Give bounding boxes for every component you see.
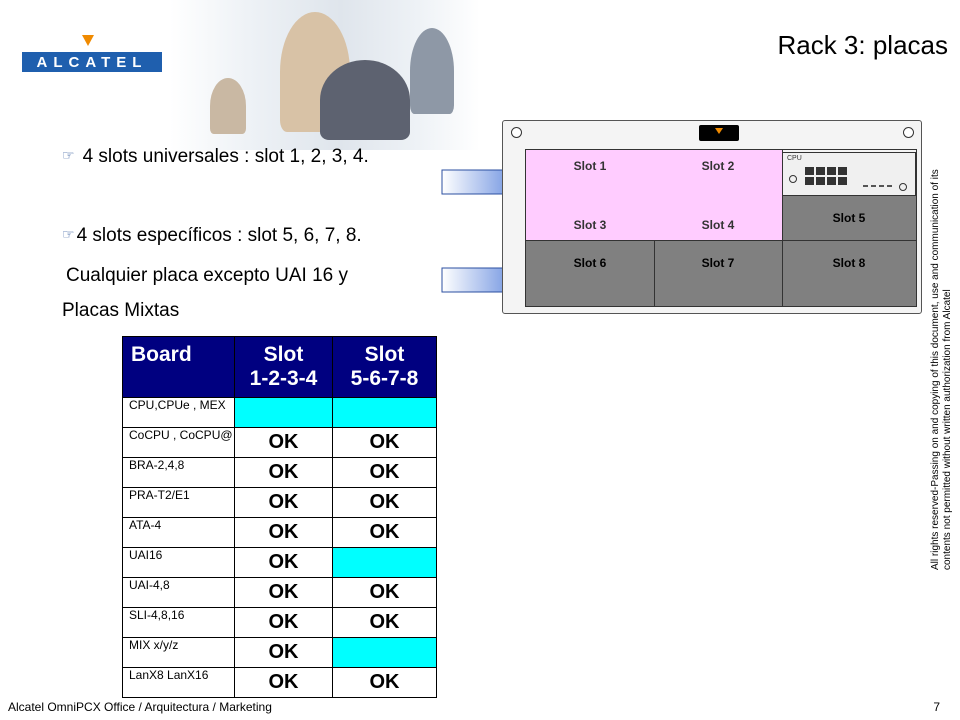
board-name: UAI16 [122, 547, 235, 578]
compat-cell: OK [332, 577, 437, 608]
table-row: MIX x/y/z OK [122, 637, 437, 668]
compat-cell: OK [332, 517, 437, 548]
page-title: Rack 3: placas [777, 30, 948, 60]
header-board: Board [122, 336, 235, 398]
compat-cell: OK [234, 517, 333, 548]
port-icon [827, 177, 836, 185]
port-icon [838, 167, 847, 175]
footer-text: Alcatel OmniPCX Office / Arquitectura / … [8, 700, 272, 714]
slot-divider [782, 150, 783, 306]
compat-cell: OK [332, 667, 437, 698]
page-number: 7 [933, 700, 940, 714]
compat-cell [332, 547, 437, 578]
slot-8: Slot 8 [782, 240, 916, 306]
pointing-hand-icon: ☞ [62, 226, 75, 242]
compat-cell: OK [234, 487, 333, 518]
board-name: UAI-4,8 [122, 577, 235, 608]
compat-cell: OK [332, 427, 437, 458]
compat-cell: OK [332, 607, 437, 638]
bullet-universal-slots: ☞ 4 slots universales : slot 1, 2, 3, 4. [62, 146, 369, 168]
compat-cell: OK [234, 427, 333, 458]
port-icon [827, 167, 836, 175]
compat-cell: OK [234, 637, 333, 668]
rack-diagram: Slot 1 Slot 2 Slot 3 Slot 4 Slot 5 Slot … [502, 120, 922, 314]
screw-icon [511, 127, 522, 138]
compat-cell: OK [234, 457, 333, 488]
slot-divider [654, 240, 655, 306]
port-icon [816, 167, 825, 175]
board-name: LanX8 LanX16 [122, 667, 235, 698]
slot-5: Slot 5 [782, 196, 916, 240]
led-icon [863, 185, 868, 187]
compat-cell: OK [332, 487, 437, 518]
table-row: UAI16 OK [122, 547, 437, 578]
table-row: ATA-4 OK OK [122, 517, 437, 548]
led-icon [879, 185, 884, 187]
copyright-side-note: All rights reserved-Passing on and copyi… [930, 169, 953, 570]
compat-cell: OK [234, 607, 333, 638]
compat-cell [234, 397, 333, 428]
board-name: SLI-4,8,16 [122, 607, 235, 638]
board-name: MIX x/y/z [122, 637, 235, 668]
bullet-continuation-2: Placas Mixtas [62, 300, 180, 321]
table-row: SLI-4,8,16 OK OK [122, 607, 437, 638]
table-row: CPU,CPUe , MEX [122, 397, 437, 428]
slot-4: Slot 4 [654, 210, 782, 240]
table-row: CoCPU , CoCPU@ OK OK [122, 427, 437, 458]
board-name: CoCPU , CoCPU@ [122, 427, 235, 458]
cpu-board: CPU [782, 152, 916, 196]
board-name: ATA-4 [122, 517, 235, 548]
alcatel-badge-icon [699, 125, 739, 141]
compat-cell: OK [234, 577, 333, 608]
slot-3: Slot 3 [526, 210, 654, 240]
slot-7: Slot 7 [654, 240, 782, 306]
bullet-text-universal: 4 slots universales : slot 1, 2, 3, 4. [82, 146, 369, 167]
port-icon [816, 177, 825, 185]
slot-6: Slot 6 [526, 240, 654, 306]
compat-cell [332, 637, 437, 668]
screw-icon [903, 127, 914, 138]
bullet-continuation-1: Cualquier placa excepto UAI 16 y [66, 265, 348, 286]
slot-2: Slot 2 [654, 150, 782, 182]
cpu-label: CPU [787, 155, 802, 162]
port-icon [805, 177, 814, 185]
slot-1: Slot 1 [526, 150, 654, 182]
table-row: BRA-2,4,8 OK OK [122, 457, 437, 488]
bullet-text-specific: 4 slots específicos : slot 5, 6, 7, 8. [76, 225, 362, 246]
pointing-hand-icon: ☞ [62, 147, 75, 163]
compat-cell: OK [234, 547, 333, 578]
logo-triangle-icon [82, 35, 94, 46]
board-name: BRA-2,4,8 [122, 457, 235, 488]
compat-cell: OK [234, 667, 333, 698]
compat-cell [332, 397, 437, 428]
board-name: PRA-T2/E1 [122, 487, 235, 518]
cpu-hole-icon [899, 183, 907, 191]
bullet-specific-slots: ☞4 slots específicos : slot 5, 6, 7, 8. [62, 225, 362, 247]
table-row: LanX8 LanX16 OK OK [122, 667, 437, 698]
table-row: UAI-4,8 OK OK [122, 577, 437, 608]
compat-cell: OK [332, 457, 437, 488]
board-name: CPU,CPUe , MEX [122, 397, 235, 428]
table-row: PRA-T2/E1 OK OK [122, 487, 437, 518]
port-icon [838, 177, 847, 185]
led-icon [871, 185, 876, 187]
cpu-hole-icon [789, 175, 797, 183]
led-icon [887, 185, 892, 187]
alcatel-logo: ALCATEL [22, 52, 162, 72]
header-photo-collage [170, 0, 480, 150]
port-icon [805, 167, 814, 175]
slot-divider [526, 240, 916, 241]
slot-grid: Slot 1 Slot 2 Slot 3 Slot 4 Slot 5 Slot … [525, 149, 917, 307]
